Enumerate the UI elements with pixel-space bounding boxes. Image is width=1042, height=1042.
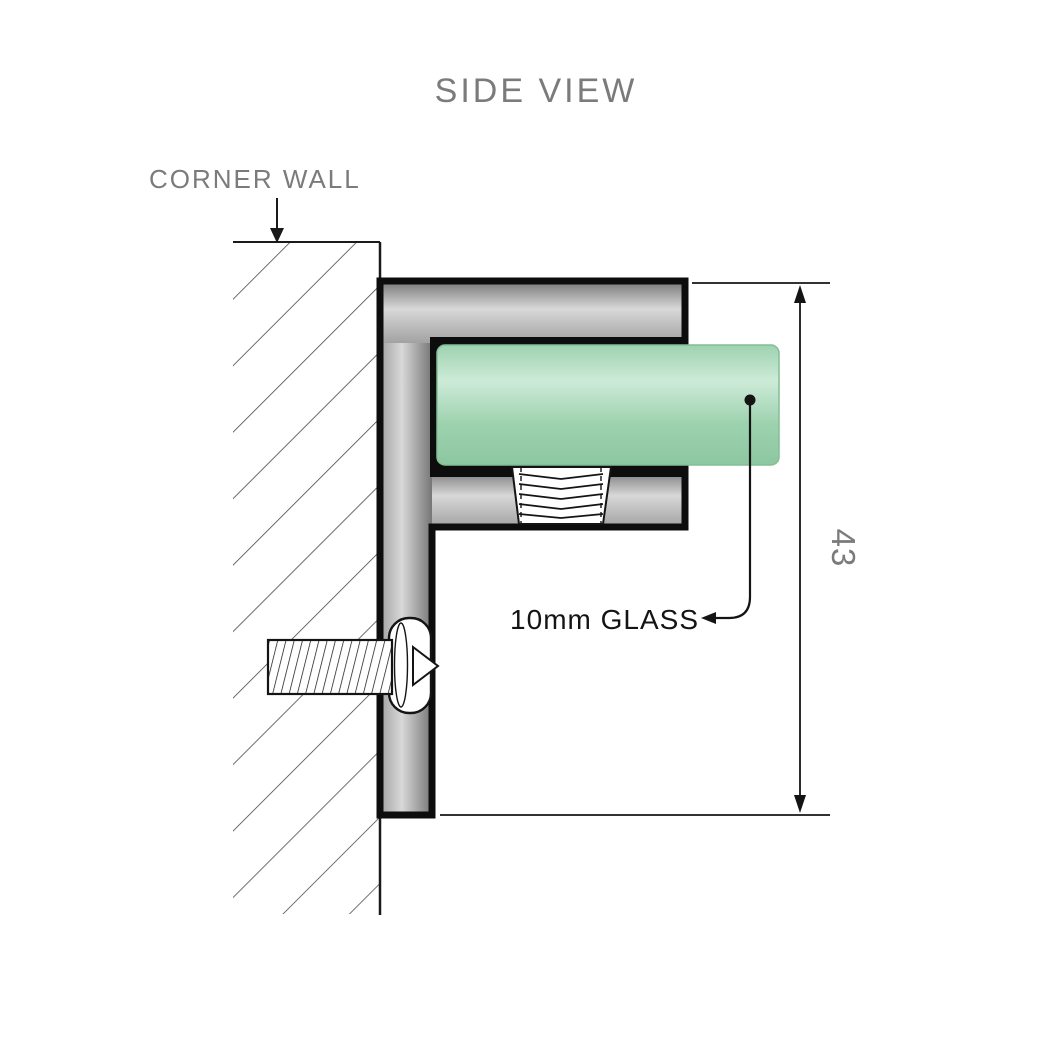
glass-panel <box>436 344 780 466</box>
glass-leader-arrow <box>701 612 716 624</box>
dimension-arrow-top <box>794 285 806 303</box>
corner-wall-arrow <box>270 198 284 243</box>
wall-hatching <box>233 242 380 914</box>
bracket-top-arm <box>380 281 685 343</box>
screw-thread <box>266 638 394 696</box>
wall-section <box>233 241 382 915</box>
grub-screw <box>510 466 613 525</box>
bracket-outline <box>376 277 689 819</box>
wall-screw <box>266 616 440 715</box>
page-title: SIDE VIEW <box>435 72 638 110</box>
corner-wall-label: CORNER WALL <box>149 164 361 194</box>
bracket-spine <box>380 281 432 815</box>
dimension-label: 43 <box>825 529 862 568</box>
glass-callout: 10mm GLASS <box>510 394 756 635</box>
glass-leader-line <box>714 400 752 620</box>
screw-tip <box>412 644 440 688</box>
dimension-arrow-bottom <box>794 795 806 813</box>
screw-barrel-face <box>393 622 409 708</box>
glass-label: 10mm GLASS <box>510 604 699 635</box>
height-dimension: 43 <box>440 282 862 816</box>
